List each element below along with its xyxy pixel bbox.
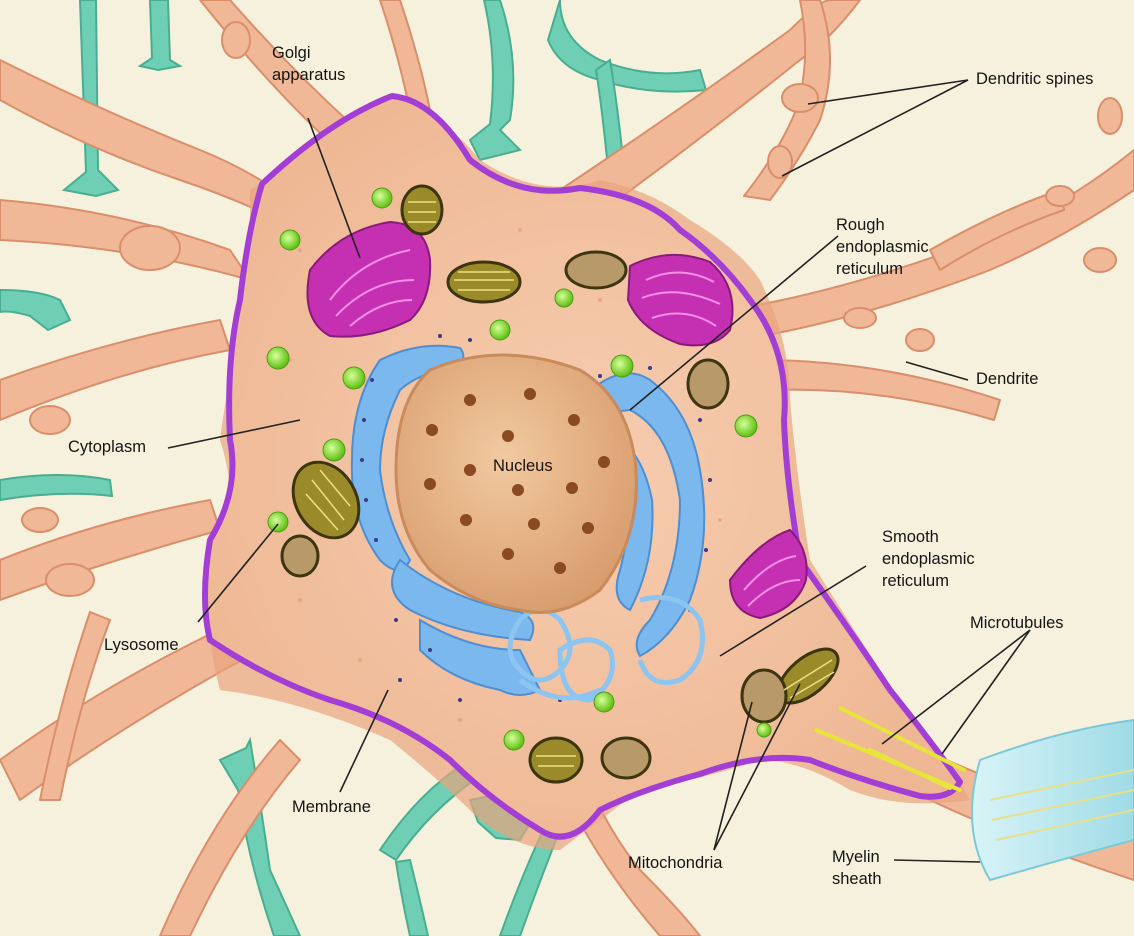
- label-golgi-apparatus: Golgi apparatus: [272, 42, 345, 86]
- label-dendritic-spines: Dendritic spines: [976, 68, 1093, 90]
- label-membrane: Membrane: [292, 796, 371, 818]
- label-nucleus: Nucleus: [493, 455, 553, 477]
- label-cytoplasm: Cytoplasm: [68, 436, 146, 458]
- label-myelin-sheath: Myelin sheath: [832, 846, 882, 890]
- label-lysosome: Lysosome: [104, 634, 179, 656]
- label-mitochondria: Mitochondria: [628, 852, 722, 874]
- label-microtubules: Microtubules: [970, 612, 1064, 634]
- label-smooth-er: Smooth endoplasmic reticulum: [882, 526, 975, 592]
- label-rough-er: Rough endoplasmic reticulum: [836, 214, 929, 280]
- label-dendrite: Dendrite: [976, 368, 1038, 390]
